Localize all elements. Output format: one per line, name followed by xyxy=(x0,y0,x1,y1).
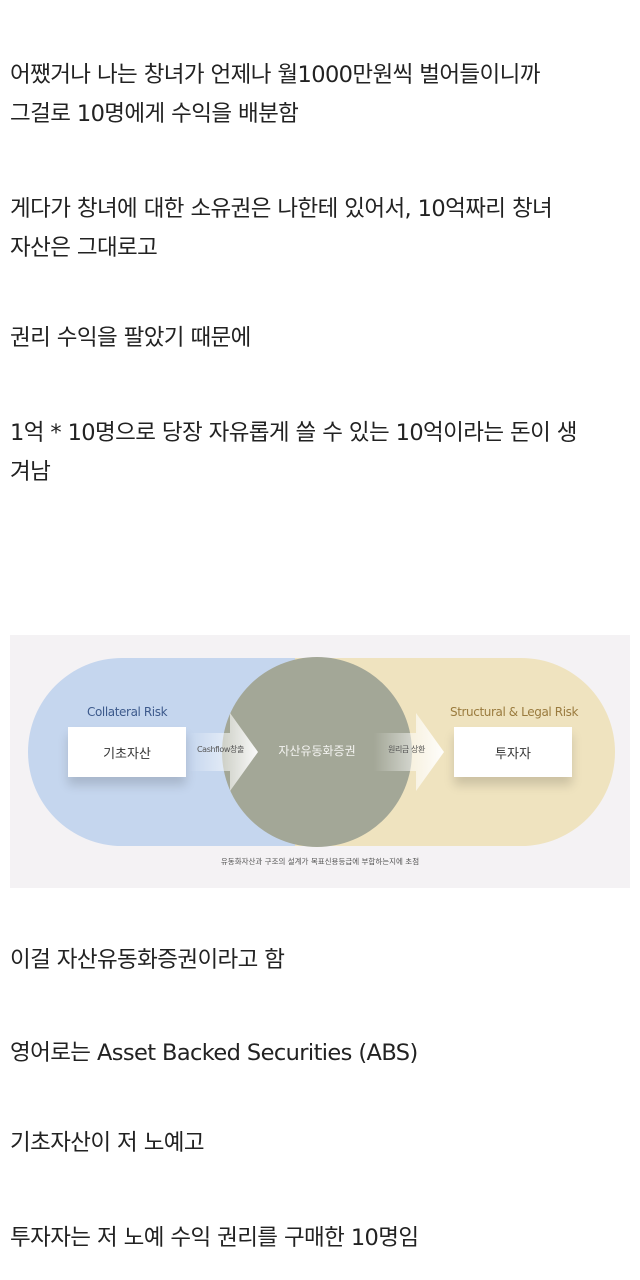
paragraph: 투자자는 저 노예 수익 권리를 구매한 10명임 xyxy=(10,1219,635,1258)
underlying-asset-box: 기초자산 xyxy=(68,727,186,777)
text-line: 기초자산이 저 노예고 xyxy=(10,1130,205,1156)
text-line: 겨남 xyxy=(10,459,51,485)
text-line: 영어로는 Asset Backed Securities (ABS) xyxy=(10,1040,418,1066)
investor-box: 투자자 xyxy=(454,727,572,777)
text-line: 1억 * 10명으로 당장 자유롭게 쓸 수 있는 10억이라는 돈이 생 xyxy=(10,420,577,446)
paragraph: 기초자산이 저 노예고 xyxy=(10,1124,635,1163)
text-line: 어쨌거나 나는 창녀가 언제나 월1000만원씩 벌어들이니까 xyxy=(10,62,540,88)
cashflow-label: Cashflow창출 xyxy=(197,745,244,754)
abs-diagram: Collateral Risk Structural & Legal Risk … xyxy=(10,635,630,888)
collateral-risk-label: Collateral Risk xyxy=(87,705,168,719)
text-line: 투자자는 저 노예 수익 권리를 구매한 10명임 xyxy=(10,1225,419,1251)
arrow-right-icon xyxy=(188,713,258,791)
arrow-right-icon xyxy=(374,713,444,791)
text-line: 게다가 창녀에 대한 소유권은 나한테 있어서, 10억짜리 창녀 xyxy=(10,196,553,222)
abs-center-label: 자산유동화증권 xyxy=(278,744,356,758)
text-line: 권리 수익을 팔았기 때문에 xyxy=(10,325,251,351)
paragraph: 권리 수익을 팔았기 때문에 xyxy=(10,319,635,358)
paragraph: 이걸 자산유동화증권이라고 함 xyxy=(10,941,635,980)
structural-risk-label: Structural & Legal Risk xyxy=(450,705,579,719)
paragraph: 영어로는 Asset Backed Securities (ABS) xyxy=(10,1034,635,1073)
diagram-caption: 유동화자산과 구조의 설계가 목표신용등급에 부합하는지에 초점 xyxy=(220,857,420,866)
repayment-label: 원리금 상환 xyxy=(388,745,425,754)
text-line: 이걸 자산유동화증권이라고 함 xyxy=(10,947,285,973)
text-line: 자산은 그대로고 xyxy=(10,235,158,261)
text-line: 그걸로 10명에게 수익을 배분함 xyxy=(10,101,299,127)
